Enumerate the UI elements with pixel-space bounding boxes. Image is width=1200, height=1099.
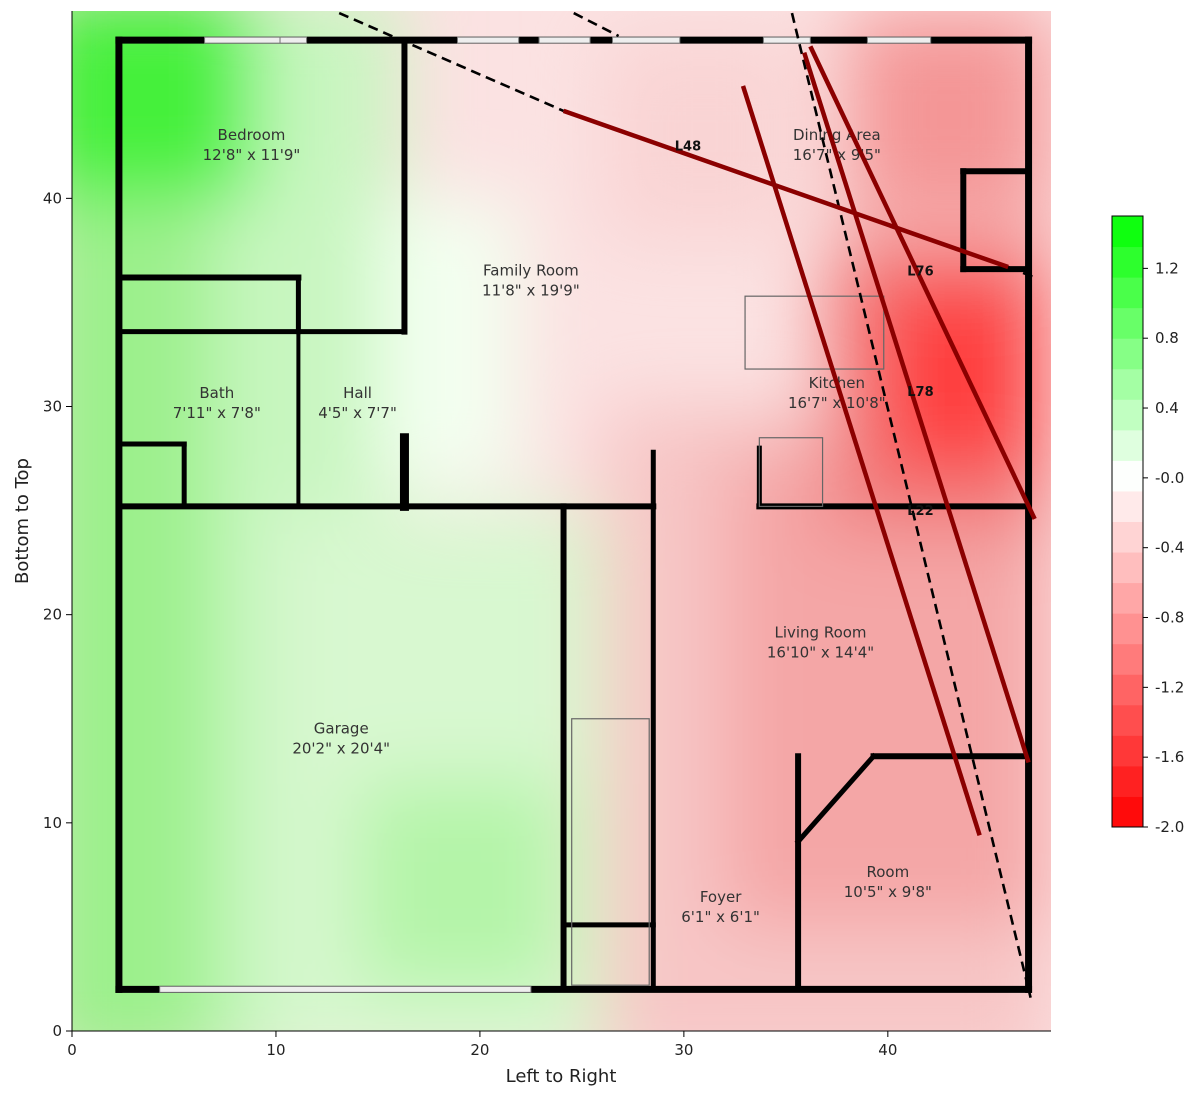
x-tick-label-30: 30: [674, 1041, 693, 1059]
y-tick-label-10: 10: [43, 814, 62, 832]
colorbar-band-0: [1112, 796, 1143, 828]
colorbar-band-9: [1112, 521, 1143, 553]
dashed-line-1: [573, 11, 620, 38]
colorbar-band-16: [1112, 307, 1143, 339]
colorbar-label-4: -0.4: [1155, 539, 1184, 557]
colorbar-band-19: [1112, 216, 1143, 248]
room-name-bath: Bath: [199, 384, 234, 402]
line-label-l78: L78: [907, 385, 933, 400]
colorbar-frame: [1111, 215, 1144, 828]
y-tick-label-30: 30: [43, 398, 62, 416]
room-name-room: Room: [866, 863, 909, 881]
kitchen-counter: [758, 437, 824, 508]
room-name-dining-area: Dining Area: [793, 126, 881, 144]
colorbar-label-8: -2.0: [1155, 818, 1184, 836]
colorbar-band-1: [1112, 765, 1143, 797]
colorbar-band-5: [1112, 643, 1143, 675]
window-top-2: [456, 36, 520, 44]
colorbar-band-2: [1112, 735, 1143, 767]
x-tick-label-10: 10: [266, 1041, 285, 1059]
heat-region-top-left: [72, 11, 256, 199]
line-label-l48: L48: [675, 139, 701, 154]
room-dims-garage: 20'2" x 20'4": [292, 739, 390, 757]
x-axis-title: Left to Right: [506, 1066, 617, 1087]
heat-region-garage-core: [357, 781, 562, 990]
window-top-5: [762, 36, 811, 44]
stairs: [571, 718, 650, 986]
colorbar-band-6: [1112, 613, 1143, 645]
x-tick-label-0: 0: [67, 1041, 77, 1059]
signal-line-l22: [740, 85, 982, 837]
plot-area: Bedroom 12'8" x 11'9" Family Room 11'8" x 1…: [72, 11, 1051, 1031]
wall-room-angle: [794, 752, 878, 846]
room-dims-bedroom: 12'8" x 11'9": [203, 146, 301, 164]
room-dims-family-room: 11'8" x 19'9": [482, 281, 580, 299]
colorbar-label-2: 0.4: [1155, 399, 1179, 417]
signal-line-l78: [802, 51, 1031, 764]
heat-region-dining: [847, 11, 1051, 220]
window-top-0: [204, 36, 281, 44]
x-tick-label-40: 40: [878, 1041, 897, 1059]
colorbar-label-7: -1.6: [1155, 748, 1184, 766]
colorbar-band-11: [1112, 460, 1143, 492]
room-name-hall: Hall: [343, 384, 372, 402]
colorbar-label-3: -0.0: [1155, 469, 1184, 487]
heat-region-kitchen-core: [887, 281, 1031, 469]
window-top-3: [538, 36, 591, 44]
dashed-line-2: [790, 12, 1032, 999]
room-name-garage: Garage: [314, 719, 369, 737]
window-top-4: [611, 36, 681, 44]
colorbar-band-14: [1112, 368, 1143, 400]
colorbar-band-15: [1112, 338, 1143, 370]
signal-line-l76: [808, 45, 1037, 520]
colorbar-band-4: [1112, 674, 1143, 706]
y-tick-label-20: 20: [43, 606, 62, 624]
colorbar-band-7: [1112, 582, 1143, 614]
y-tick-label-0: 0: [52, 1022, 62, 1040]
colorbar-band-10: [1112, 490, 1143, 522]
kitchen-island: [744, 295, 885, 370]
colorbar-label-5: -0.8: [1155, 609, 1184, 627]
y-tick-label-40: 40: [43, 189, 62, 207]
window-top-6: [866, 36, 932, 44]
colorbar-band-13: [1112, 399, 1143, 431]
x-tick-label-20: 20: [470, 1041, 489, 1059]
room-dims-living-room: 16'10" x 14'4": [767, 644, 874, 662]
colorbar-label-6: -1.2: [1155, 678, 1184, 696]
window-top-1: [279, 36, 308, 44]
room-dims-bath: 7'11" x 7'8": [173, 404, 261, 422]
room-dims-hall: 4'5" x 7'7": [318, 404, 397, 422]
room-dims-foyer: 6'1" x 6'1": [681, 908, 760, 926]
dashed-line-0: [338, 11, 565, 113]
line-label-l76: L76: [907, 264, 933, 279]
axes: 0 10 20 30 40 0 10 20 30 40: [43, 11, 1051, 1059]
colorbar: 1.2 0.8 0.4 -0.0 -0.4 -0.8 -1.2 -1.6 -2.0: [1111, 215, 1184, 836]
colorbar-band-8: [1112, 552, 1143, 584]
signal-line-l48: [562, 108, 1009, 270]
room-dims-kitchen: 16'7" x 10'8": [788, 394, 886, 412]
colorbar-label-1: 0.8: [1155, 329, 1179, 347]
room-name-family-room: Family Room: [483, 261, 579, 279]
room-dims-room: 10'5" x 9'8": [844, 883, 932, 901]
room-name-foyer: Foyer: [700, 888, 742, 906]
y-axis-title: Bottom to Top: [12, 458, 33, 584]
heat-region-hall: [377, 198, 521, 490]
window-bottom: [159, 985, 532, 993]
heatmap-field: [72, 11, 1051, 1031]
room-name-living-room: Living Room: [774, 624, 866, 642]
colorbar-label-0: 1.2: [1155, 259, 1179, 277]
colorbar-band-18: [1112, 246, 1143, 278]
line-label-l22: L22: [907, 504, 933, 519]
colorbar-band-17: [1112, 277, 1143, 309]
colorbar-band-12: [1112, 429, 1143, 461]
dashed-line-3: [1007, 265, 1036, 279]
colorbar-band-3: [1112, 704, 1143, 736]
room-labels: Bedroom 12'8" x 11'9" Family Room 11'8" x 1…: [173, 126, 932, 926]
room-name-bedroom: Bedroom: [218, 126, 286, 144]
